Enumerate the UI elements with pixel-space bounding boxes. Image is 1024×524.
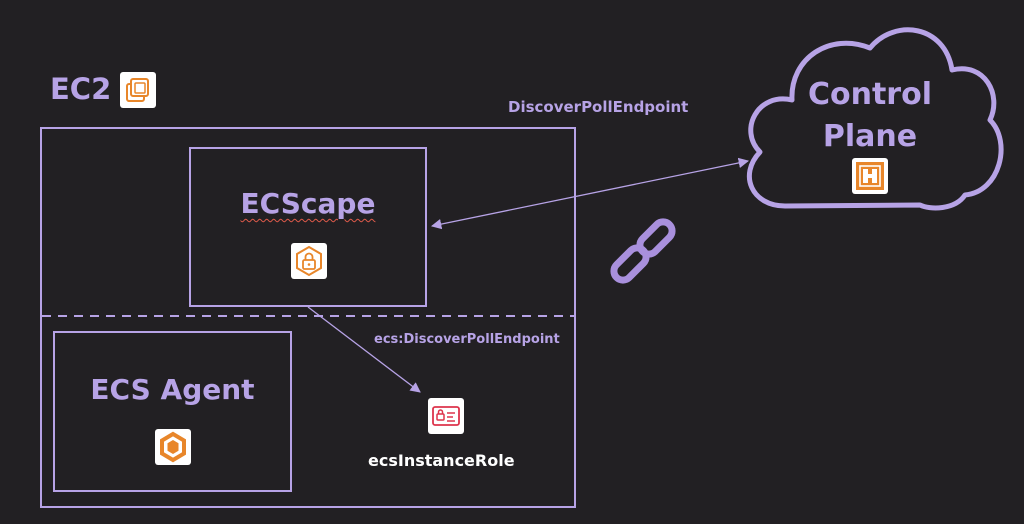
- control-plane-label: Control Plane: [780, 74, 960, 158]
- ecs-agent-label: ECS Agent: [90, 373, 255, 406]
- discover-poll-endpoint-label: DiscoverPollEndpoint: [508, 98, 689, 116]
- control-plane-label-line1: Control: [807, 77, 932, 112]
- ec2-label: EC2: [50, 72, 112, 106]
- ecscape-box: ECScape: [189, 147, 427, 307]
- ecs-instance-role-label: ecsInstanceRole: [368, 451, 515, 470]
- ecs-discover-poll-endpoint-arrow: [307, 306, 421, 393]
- ecs-agent-hexagon-icon: [155, 429, 191, 465]
- chain-link-icon: [610, 218, 676, 284]
- ecs-agent-box: ECS Agent: [53, 331, 292, 492]
- ec2-instances-icon: [120, 72, 156, 108]
- iam-role-card-icon: [428, 398, 464, 434]
- ecs-service-icon: [852, 158, 888, 194]
- control-plane-label-line2: Plane: [822, 119, 918, 154]
- lock-hexagon-icon: [291, 243, 327, 279]
- discover-poll-endpoint-arrow: [430, 157, 750, 230]
- control-plane-cloud: [746, 27, 1004, 211]
- ecs-discover-poll-endpoint-label: ecs:DiscoverPollEndpoint: [374, 332, 560, 347]
- ecscape-label: ECScape: [240, 187, 376, 220]
- ec2-instance-box: [40, 127, 576, 508]
